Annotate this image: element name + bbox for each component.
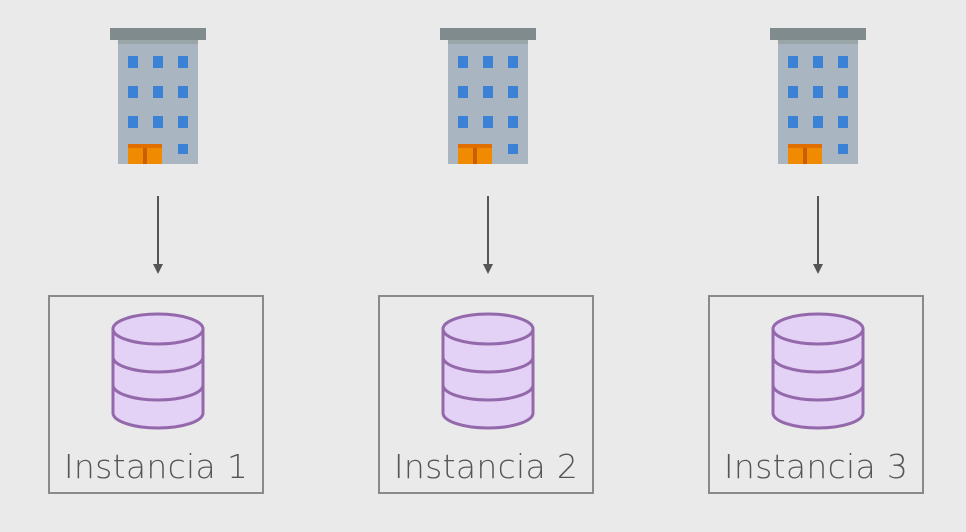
instance-box-1: Instancia 1 [48,295,264,494]
database-icon [441,312,535,430]
office-building-icon [770,28,866,164]
office-building-icon [440,28,536,164]
tenant-column-1: Instancia 1 [48,0,268,532]
instance-box-3: Instancia 3 [708,295,924,494]
instance-label-1: Instancia 1 [63,447,249,486]
instance-label-2: Instancia 2 [393,447,579,486]
down-arrow [483,196,493,274]
database-icon [771,312,865,430]
instance-label-3: Instancia 3 [723,447,909,486]
down-arrow [813,196,823,274]
down-arrow [153,196,163,274]
office-building-icon [110,28,206,164]
tenant-column-2: Instancia 2 [378,0,598,532]
tenant-column-3: Instancia 3 [708,0,928,532]
instance-box-2: Instancia 2 [378,295,594,494]
database-icon [111,312,205,430]
